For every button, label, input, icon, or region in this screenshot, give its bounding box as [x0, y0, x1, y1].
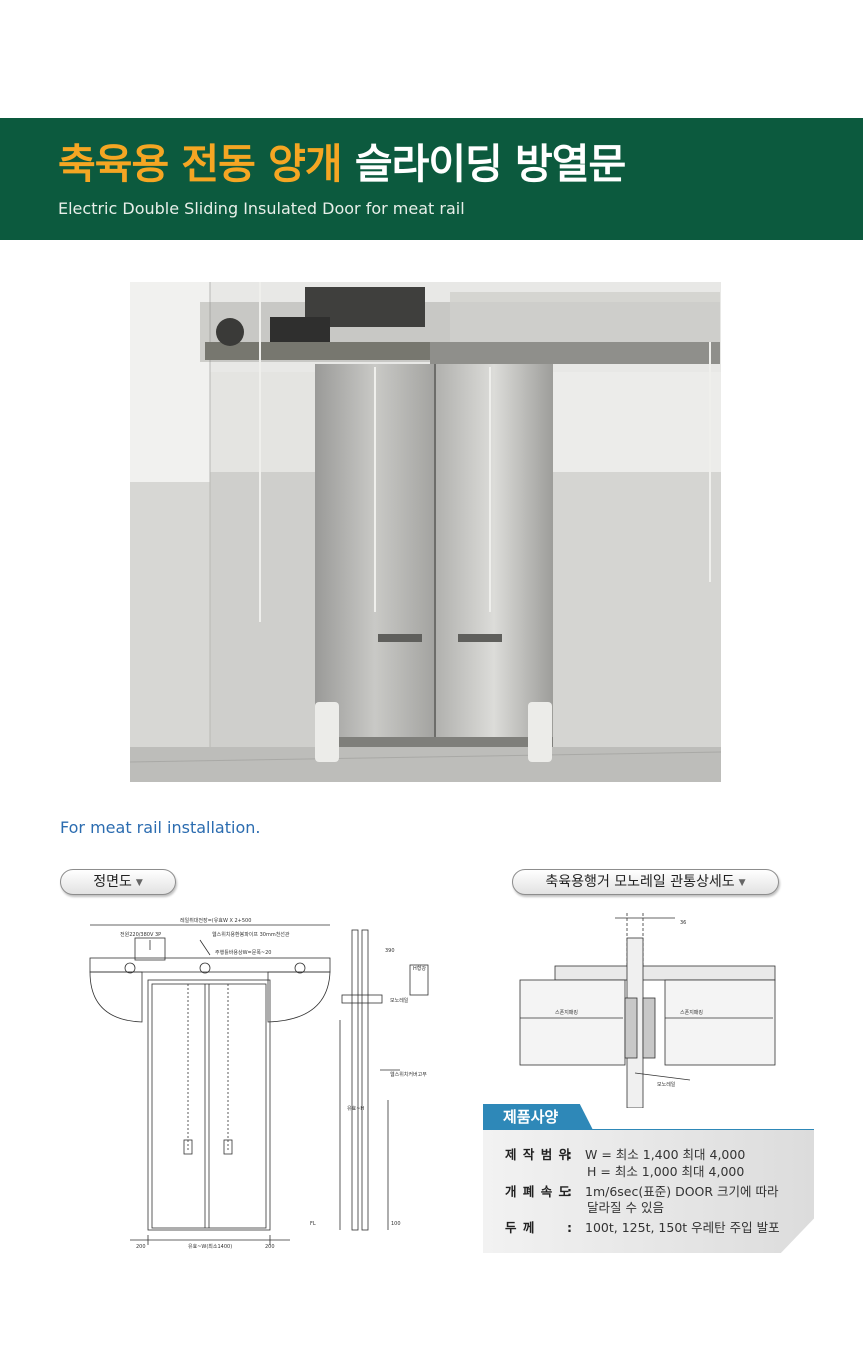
label-power: 전원220/380V 3P	[120, 931, 161, 938]
header-banner: 축육용 전동 양개 슬라이딩 방열문 Electric Double Slidi…	[0, 118, 863, 240]
page-subtitle: Electric Double Sliding Insulated Door f…	[58, 199, 465, 218]
page-title: 축육용 전동 양개 슬라이딩 방열문	[58, 140, 626, 188]
dim-top-width: 레일취대전장=(유효W X 2+500	[180, 917, 251, 924]
label-right-seal: 스폰지패킹	[680, 1009, 703, 1016]
spec-label: 제 작 범 위	[505, 1147, 572, 1162]
dim-side-h: 유효~H	[347, 1106, 364, 1112]
dim-side-100: 100	[391, 1221, 401, 1227]
spec-colon: :	[567, 1147, 572, 1162]
chevron-down-icon: ▼	[738, 878, 746, 888]
title-highlight: 축육용 전동 양개	[58, 140, 343, 188]
spec-row-size-cont: H = 최소 1,000 최대 4,000	[587, 1164, 745, 1179]
front-view-label: 정면도	[93, 874, 132, 890]
front-view-drawing: 레일취대전장=(유효W X 2+500 전원220/380V 3P 웹스위치용환…	[80, 910, 460, 1254]
front-view-tab[interactable]: 정면도▼	[60, 869, 176, 895]
title-rest: 슬라이딩 방열문	[354, 140, 626, 188]
spec-colon: :	[567, 1220, 572, 1235]
dim-bottom-right: 200	[265, 1244, 275, 1250]
spec-row-speed: 개 폐 속 도:1m/6sec(표준) DOOR 크기에 따라	[505, 1184, 779, 1200]
spec-value: 100t, 125t, 150t 우레탄 주입 발포	[585, 1220, 780, 1235]
spec-colon: :	[567, 1184, 572, 1199]
monorail-detail-drawing: 36 스폰지패킹 스폰지패킹 모노레일	[515, 908, 780, 1112]
chevron-down-icon: ▼	[135, 878, 143, 888]
spec-row-size: 제 작 범 위: W = 최소 1,400 최대 4,000	[505, 1147, 745, 1163]
specs-tab: 제품사양	[483, 1104, 593, 1130]
monorail-detail-tab[interactable]: 축육용행거 모노레일 관통상세도▼	[512, 869, 779, 895]
label-limit-pipe: 웹스위치용환봉파이프 30mm천선관	[212, 931, 290, 938]
monorail-detail-label: 축육용행거 모노레일 관통상세도	[545, 874, 735, 890]
spec-value: W = 최소 1,400 최대 4,000	[585, 1147, 746, 1162]
product-photo	[130, 282, 721, 782]
label-monorail: 모노레일	[390, 997, 409, 1004]
spec-row-thickness: 두 께:100t, 125t, 150t 우레탄 주입 발포	[505, 1220, 780, 1236]
label-rail-width: 주행틀바용상W=문폭~20	[215, 949, 272, 956]
label-monorail-detail: 모노레일	[657, 1081, 676, 1088]
dim-bottom-mid: 유효~W(최소1400)	[188, 1243, 232, 1250]
specs-tab-label: 제품사양	[503, 1108, 559, 1126]
spec-label: 두 께	[505, 1220, 536, 1235]
dim-bottom-left: 200	[136, 1244, 146, 1250]
label-h-beam: H형강	[413, 965, 426, 972]
specs-panel	[483, 1130, 814, 1253]
spec-label: 개 폐 속 도	[505, 1184, 572, 1199]
spec-value: 1m/6sec(표준) DOOR 크기에 따라	[585, 1184, 779, 1199]
label-wire-rubber: 웹스위치커버고무	[390, 1071, 427, 1078]
caption-text: For meat rail installation.	[60, 818, 261, 837]
spec-row-speed-cont: 달라질 수 있음	[587, 1200, 664, 1215]
label-fl: FL	[310, 1221, 316, 1227]
label-left-seal: 스폰지패킹	[555, 1009, 578, 1016]
dim-390: 390	[385, 948, 395, 954]
dim-36: 36	[680, 920, 686, 926]
